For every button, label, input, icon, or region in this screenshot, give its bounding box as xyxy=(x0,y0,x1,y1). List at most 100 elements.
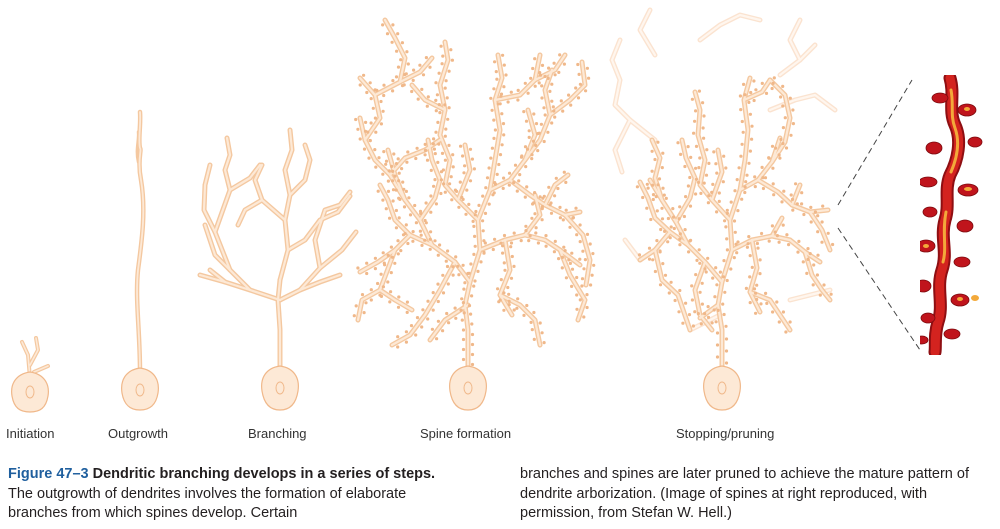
spine-dot xyxy=(574,206,578,210)
spine-dot xyxy=(747,100,751,104)
spine-dot xyxy=(775,300,779,304)
dendrite-branch xyxy=(770,136,782,164)
spine-dot xyxy=(706,256,710,260)
nucleus xyxy=(25,385,35,399)
spine-dot xyxy=(444,259,448,263)
spine-dot xyxy=(737,166,741,170)
spine-dot xyxy=(414,333,418,337)
spine-dot xyxy=(750,124,754,128)
spine-dot xyxy=(635,185,640,189)
spine-dot xyxy=(518,173,522,177)
spine-dot xyxy=(656,183,660,187)
spine-dot xyxy=(794,182,798,186)
figure-number: Figure 47–3 xyxy=(8,466,89,482)
spine-dot xyxy=(721,302,725,306)
spine-dot xyxy=(403,73,407,77)
spine-dot xyxy=(647,257,652,261)
spine-dot xyxy=(781,84,785,88)
spine-dot xyxy=(396,252,400,256)
spine-dot xyxy=(527,135,531,139)
spine-dot xyxy=(454,255,458,259)
spine-dot xyxy=(806,247,810,251)
spine-dot xyxy=(461,328,466,332)
spine-dot xyxy=(506,285,510,290)
spine-dot xyxy=(429,168,433,172)
spine-dot xyxy=(791,208,795,212)
zoom-lines xyxy=(837,79,921,351)
neuron-outgrowth xyxy=(121,109,159,411)
spine-dot xyxy=(568,225,572,229)
spine-dot xyxy=(525,147,530,151)
spine-dot xyxy=(421,308,425,312)
dendrite-branch xyxy=(638,8,657,57)
spine-dot xyxy=(440,151,445,155)
spine-dot xyxy=(362,147,367,151)
spine-dot xyxy=(437,142,441,146)
spine-dot xyxy=(468,147,473,151)
dendrite-branch xyxy=(710,148,724,202)
spine-dot xyxy=(715,283,719,287)
spine-dot xyxy=(405,310,409,314)
spine-dot xyxy=(739,108,743,112)
spine-dot xyxy=(441,273,445,277)
spine-dot xyxy=(699,322,703,326)
spine-dot xyxy=(482,239,486,243)
spine-dot xyxy=(800,191,804,195)
spine-dot xyxy=(470,332,475,337)
spine-dot xyxy=(395,49,399,53)
spine-dot xyxy=(394,188,398,192)
dendrite-branch xyxy=(716,280,724,374)
stage-label-branching: Branching xyxy=(248,426,307,441)
spine-dot xyxy=(503,268,507,272)
dendrite-branch xyxy=(748,290,792,332)
dendrite-branch xyxy=(790,183,802,207)
spine-dot xyxy=(431,291,435,295)
cell-body xyxy=(703,365,741,411)
spine-dot xyxy=(744,286,749,290)
spine-dot xyxy=(423,153,427,157)
spine-dot xyxy=(381,251,385,255)
spine-dot xyxy=(580,277,585,281)
spine-dot xyxy=(546,130,550,134)
spine-dot xyxy=(441,168,445,172)
spine-dot xyxy=(528,234,532,238)
spine-dot xyxy=(725,211,730,215)
spine-dot xyxy=(446,249,450,253)
spine-dot xyxy=(445,96,449,100)
spine-dot xyxy=(538,71,542,75)
spine-dot xyxy=(760,81,764,85)
spine-dot xyxy=(749,90,753,95)
spine-dot xyxy=(641,195,645,200)
spine-dot xyxy=(402,187,406,191)
spine-dot xyxy=(788,320,792,324)
dendrite-branch xyxy=(357,232,413,275)
spine-dot xyxy=(815,273,820,277)
spine-dot xyxy=(683,228,687,232)
spine-dot xyxy=(418,209,423,213)
spine-dot xyxy=(651,197,655,202)
spine-dot xyxy=(470,294,474,298)
spine-dot xyxy=(538,321,542,325)
dendrite-branch xyxy=(523,108,537,162)
dendrite-branch xyxy=(203,223,252,292)
spine-dot xyxy=(358,83,362,87)
spine-dot xyxy=(487,166,491,170)
spine-dot xyxy=(446,117,450,121)
dendrite-branch xyxy=(803,250,832,302)
spine-dot xyxy=(367,156,371,160)
spine-dot xyxy=(502,63,506,67)
spine-dot xyxy=(761,186,766,191)
spine-dot xyxy=(729,267,733,271)
spine-dot xyxy=(522,313,526,317)
spine-dot xyxy=(510,254,514,259)
spine-dot xyxy=(515,306,519,310)
nucleus xyxy=(275,381,285,395)
spine-dot xyxy=(449,48,453,52)
spine-dot xyxy=(733,230,737,234)
dendrite-branch xyxy=(410,83,447,112)
spine-dot xyxy=(363,129,368,133)
dendrite-branch xyxy=(770,216,784,238)
spine-dot xyxy=(724,225,728,229)
spine-dot xyxy=(490,146,494,150)
spine-dot xyxy=(706,201,711,205)
